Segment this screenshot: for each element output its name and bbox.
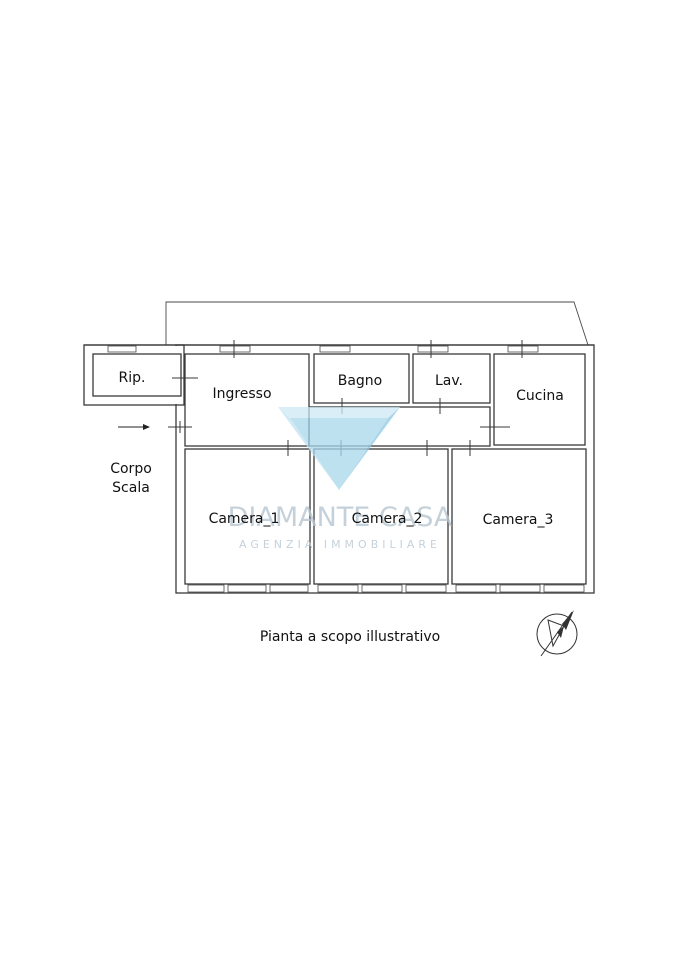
window-ingresso (219, 345, 251, 353)
label-ingresso: Ingresso (212, 386, 271, 402)
room-bagno (313, 353, 410, 404)
window-cucina (507, 345, 539, 353)
entrance-arrow (118, 424, 150, 430)
diamond-left-facet (278, 407, 339, 490)
caption: Pianta a scopo illustrativo (260, 629, 440, 645)
label-lav: Lav. (435, 373, 463, 389)
window-bagno (319, 345, 351, 353)
watermark-tagline: AGENZIA IMMOBILIARE (239, 538, 441, 551)
room-ingresso (184, 353, 310, 447)
room-cucina (493, 353, 586, 446)
label-camera-1: Camera_1 (209, 511, 280, 527)
terrace-outline (165, 301, 589, 346)
compass-icon (536, 610, 578, 657)
diamond-center-facet (290, 418, 388, 490)
bottom-windows (187, 584, 585, 593)
room-camera-3 (451, 448, 587, 585)
stair-label-line2: Scala (112, 480, 150, 496)
room-camera-2 (313, 448, 449, 585)
door-marks (168, 340, 523, 456)
watermark-name: DIAMANTE CASA (228, 502, 453, 533)
label-rip: Rip. (119, 370, 146, 386)
room-camera-1 (184, 448, 311, 585)
outer-wall-main (175, 344, 595, 594)
diamond-right-facet (339, 407, 400, 490)
diamond-top-facet (278, 407, 400, 418)
window-rip (107, 345, 137, 353)
stair-label-line1: Corpo (110, 461, 152, 477)
diamond-logo (278, 407, 400, 490)
window-lav (417, 345, 449, 353)
label-camera-2: Camera_2 (352, 511, 423, 527)
label-cucina: Cucina (516, 388, 564, 404)
label-bagno: Bagno (338, 373, 383, 389)
label-camera-3: Camera_3 (483, 512, 554, 528)
room-lav (412, 353, 491, 404)
room-rip (92, 353, 182, 397)
